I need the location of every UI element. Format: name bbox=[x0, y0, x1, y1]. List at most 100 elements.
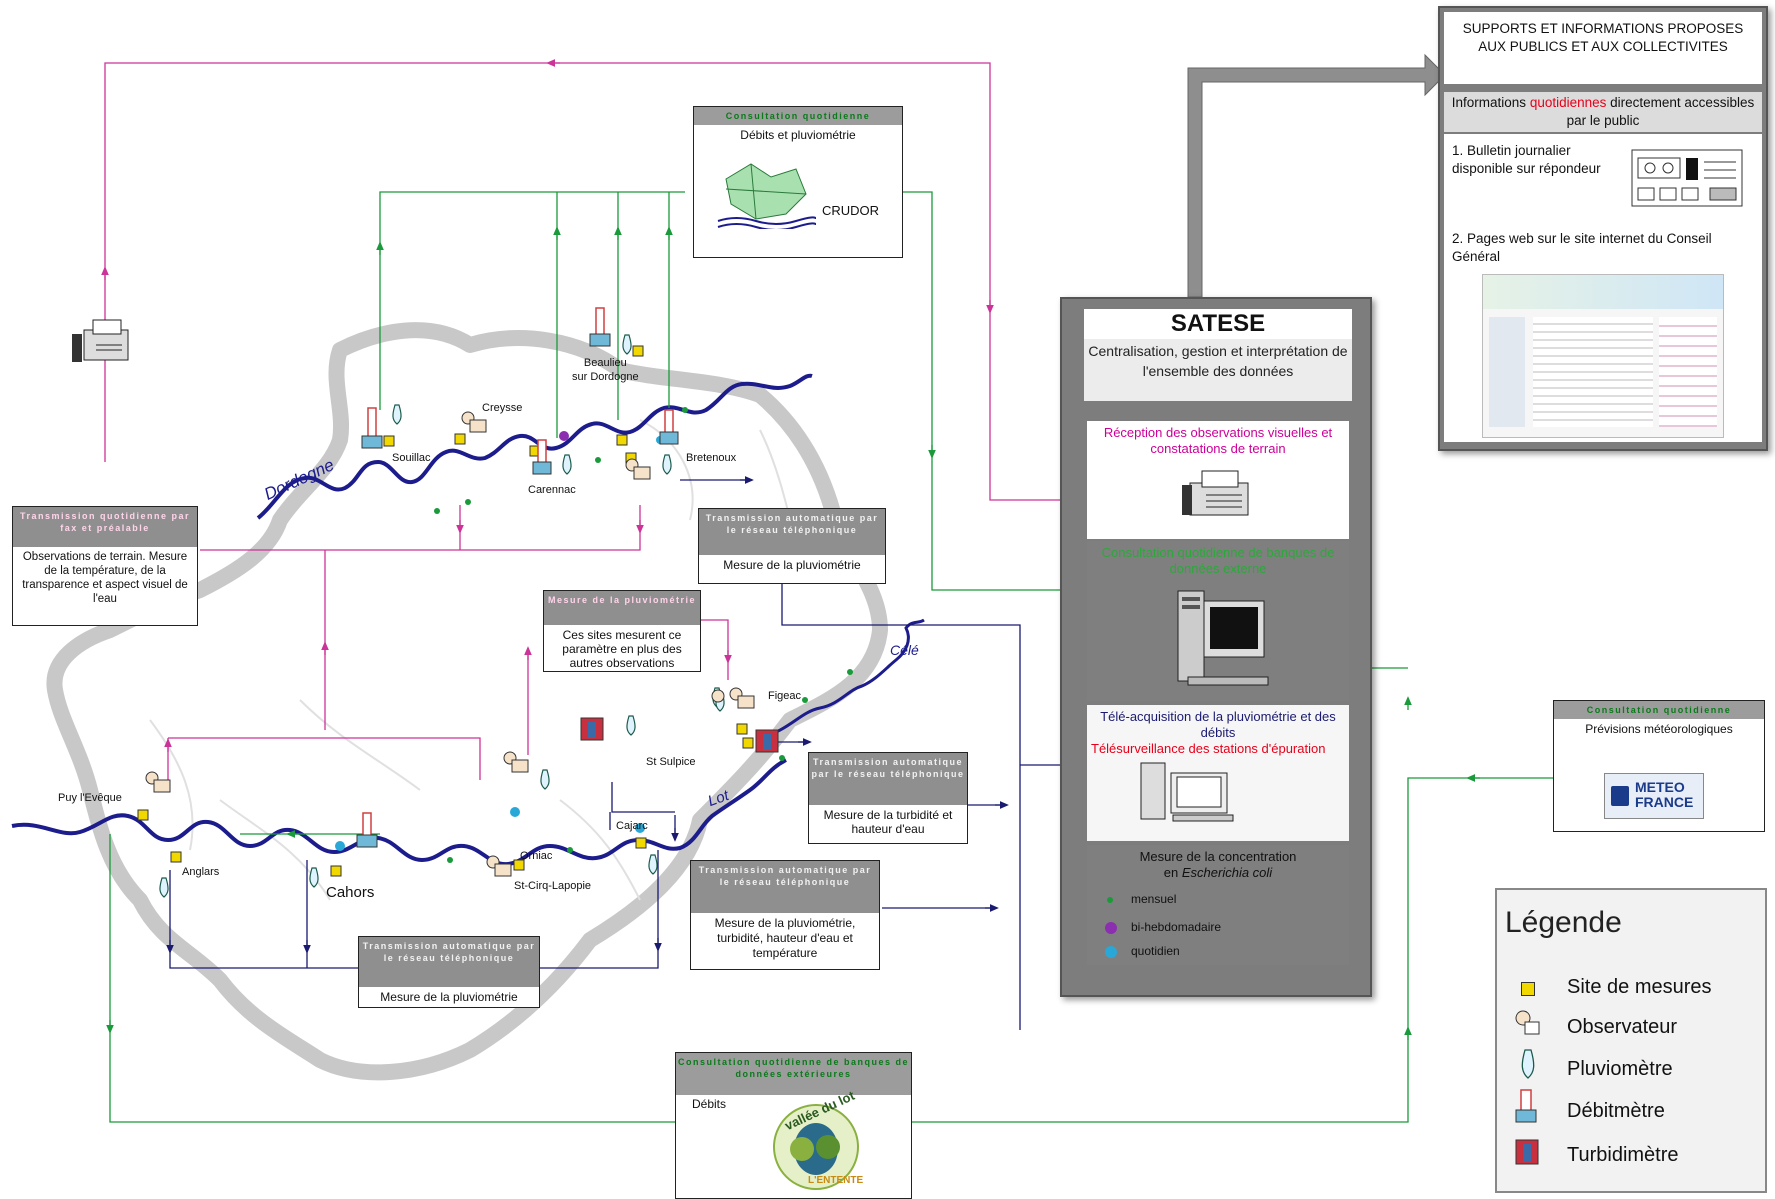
lot-logo-bottom: L'ENTENTE bbox=[808, 1175, 864, 1186]
crudor-line: Débits et pluviométrie bbox=[740, 128, 856, 142]
satese-title: SATESE bbox=[1084, 309, 1352, 339]
tributary-lines bbox=[149, 419, 801, 901]
pluvio-top-box: Transmission automatique par le réseau t… bbox=[698, 508, 886, 584]
freq-quotidien: quotidien bbox=[1131, 944, 1180, 958]
rain-gauge-icon bbox=[1521, 1049, 1535, 1079]
pluvio-bottom-header: Transmission automatique par le réseau t… bbox=[359, 937, 539, 987]
observer-icon bbox=[1515, 1010, 1540, 1035]
sites-box: Mesure de la pluviométrie Ces sites mesu… bbox=[543, 590, 701, 672]
meteo-logo: METEO FRANCE bbox=[1604, 773, 1704, 819]
site-square-icon bbox=[1521, 982, 1535, 996]
pink-links bbox=[101, 59, 1085, 780]
freq-dot-bihebdo bbox=[1105, 921, 1117, 934]
supports-panel: SUPPORTS ET INFORMATIONS PROPOSES AUX PU… bbox=[1438, 6, 1768, 451]
freq-dot-mensuel bbox=[1107, 897, 1113, 903]
website-sidebar bbox=[1489, 317, 1525, 427]
satese-consultation: Consultation quotidienne de banques de d… bbox=[1087, 541, 1349, 701]
flow-meter-icon bbox=[1515, 1089, 1537, 1123]
computer-icon bbox=[1177, 590, 1269, 686]
freq-dot-quotidien bbox=[1105, 945, 1117, 958]
place-st-sulpice: St Sulpice bbox=[646, 756, 696, 768]
lot-line: Débits bbox=[692, 1097, 727, 1111]
freq-row-bihebdo: bi-hebdomadaire bbox=[1105, 919, 1221, 935]
info-a: Informations bbox=[1451, 95, 1530, 110]
place-cajarc: Cajarc bbox=[616, 820, 648, 832]
place-carennac: Carennac bbox=[528, 484, 576, 496]
navy-links bbox=[166, 476, 1325, 1030]
place-cahors: Cahors bbox=[326, 884, 375, 901]
place-puy-leveque: Puy l'Evêque bbox=[58, 792, 122, 804]
sites-header: Mesure de la pluviométrie bbox=[544, 591, 700, 625]
place-orniac: Orniac bbox=[520, 850, 553, 862]
place-bretenoux: Bretenoux bbox=[686, 452, 737, 464]
lot-river bbox=[11, 758, 787, 867]
crudor-header: Consultation quotidienne bbox=[694, 107, 902, 125]
observations-box: Transmission quotidienne par fax et préa… bbox=[12, 506, 198, 626]
pluvio-multi-box: Transmission automatique par le réseau t… bbox=[690, 860, 880, 970]
telesurv-text: Télésurveillance des stations d'épuratio… bbox=[1091, 741, 1326, 756]
supports-title: SUPPORTS ET INFORMATIONS PROPOSES AUX PU… bbox=[1444, 12, 1762, 84]
website-screenshot bbox=[1482, 274, 1724, 438]
reception-text: Réception des observations visuelles et … bbox=[1103, 425, 1333, 456]
satese-subtitle: Centralisation, gestion et interprétatio… bbox=[1084, 339, 1352, 401]
teleacq-text: Télé-acquisition de la pluviométrie et d… bbox=[1100, 709, 1336, 740]
supports-info-header: Informations quotidiennes directement ac… bbox=[1444, 92, 1762, 132]
info-c: directement accessibles par le public bbox=[1566, 95, 1755, 128]
meteo-logo-text: METEO FRANCE bbox=[1635, 779, 1694, 810]
freq-mensuel: mensuel bbox=[1131, 892, 1177, 906]
pluvio-top-text: Mesure de la pluviométrie bbox=[723, 558, 861, 572]
acquisition-computer-icon bbox=[1140, 762, 1234, 822]
lot-header: Consultation quotidienne de banques de d… bbox=[676, 1053, 911, 1095]
turbidimeter-icon bbox=[1515, 1139, 1539, 1165]
freq-bihebdo: bi-hebdomadaire bbox=[1131, 920, 1222, 934]
sites-text: Ces sites mesurent ce paramètre en plus … bbox=[562, 628, 682, 670]
pluvio-bottom-text: Mesure de la pluviométrie bbox=[380, 990, 518, 1004]
legend-item-flowmeter: Débitmètre bbox=[1567, 1100, 1665, 1122]
supports-body: 1. Bulletin journalier disponible sur ré… bbox=[1444, 134, 1762, 442]
reception-fax-icon bbox=[1182, 470, 1249, 516]
flow-meter-icons bbox=[356, 307, 679, 848]
dordogne-river bbox=[256, 373, 813, 520]
freq-row-mensuel: mensuel bbox=[1107, 891, 1176, 907]
conc-line2: en Escherichia coli bbox=[1087, 865, 1349, 881]
satese-concentration: Mesure de la concentration en Escherichi… bbox=[1087, 845, 1349, 965]
consultation-text: Consultation quotidienne de banques de d… bbox=[1101, 545, 1335, 576]
crudor-box: Consultation quotidienne Débits et pluvi… bbox=[693, 106, 903, 258]
website-banner bbox=[1483, 275, 1723, 309]
freq-row-quotidien: quotidien bbox=[1105, 943, 1180, 959]
place-creysse: Creysse bbox=[482, 402, 523, 414]
place-st-cirq: St-Cirq-Lapopie bbox=[514, 880, 592, 892]
legend-item-turbidimeter: Turbidimètre bbox=[1567, 1144, 1679, 1166]
crudor-map-icon bbox=[717, 163, 816, 229]
place-anglars: Anglars bbox=[182, 866, 220, 878]
crudor-name: CRUDOR bbox=[822, 203, 880, 218]
meteo-box: Consultation quotidienne Prévisions mété… bbox=[1553, 700, 1765, 832]
pluvio-bottom-box: Transmission automatique par le réseau t… bbox=[358, 936, 540, 1008]
observations-header: Transmission quotidienne par fax et préa… bbox=[13, 507, 197, 547]
legend-panel: Légende Site de mesures Observateur Pluv… bbox=[1495, 888, 1767, 1193]
turbidimeter-icons bbox=[580, 717, 779, 753]
meteo-logo-mark bbox=[1611, 786, 1629, 806]
pluvio-top-header: Transmission automatique par le réseau t… bbox=[699, 509, 885, 555]
pluvio-multi-text: Mesure de la pluviométrie, turbidité, ha… bbox=[714, 916, 856, 960]
place-souillac: Souillac bbox=[392, 452, 431, 464]
satese-reception: Réception des observations visuelles et … bbox=[1087, 421, 1349, 539]
conc-prefix: en bbox=[1163, 865, 1182, 880]
pluvio-multi-header: Transmission automatique par le réseau t… bbox=[691, 861, 879, 913]
conc-line1: Mesure de la concentration bbox=[1139, 849, 1297, 864]
meteo-header: Consultation quotidienne bbox=[1554, 701, 1764, 719]
lot-box: Consultation quotidienne de banques de d… bbox=[675, 1052, 912, 1199]
turbidite-text: Mesure de la turbidité et hauteur d'eau bbox=[823, 808, 953, 836]
supports-item1: 1. Bulletin journalier disponible sur ré… bbox=[1452, 143, 1601, 176]
website-right-column bbox=[1659, 317, 1717, 427]
legend-item-observer: Observateur bbox=[1567, 1016, 1678, 1038]
legend-item-site: Site de mesures bbox=[1567, 976, 1712, 998]
answering-machine-icon bbox=[1631, 149, 1743, 207]
observer-icons bbox=[145, 411, 755, 877]
cele-river bbox=[759, 618, 925, 740]
turbidite-box: Transmission automatique par le réseau t… bbox=[808, 752, 968, 844]
legend-title: Légende bbox=[1505, 906, 1622, 939]
vallee-du-lot-logo bbox=[773, 1104, 859, 1190]
observations-text: Observations de terrain. Mesure de la te… bbox=[22, 551, 188, 605]
turbidite-header: Transmission automatique par le réseau t… bbox=[809, 753, 967, 805]
